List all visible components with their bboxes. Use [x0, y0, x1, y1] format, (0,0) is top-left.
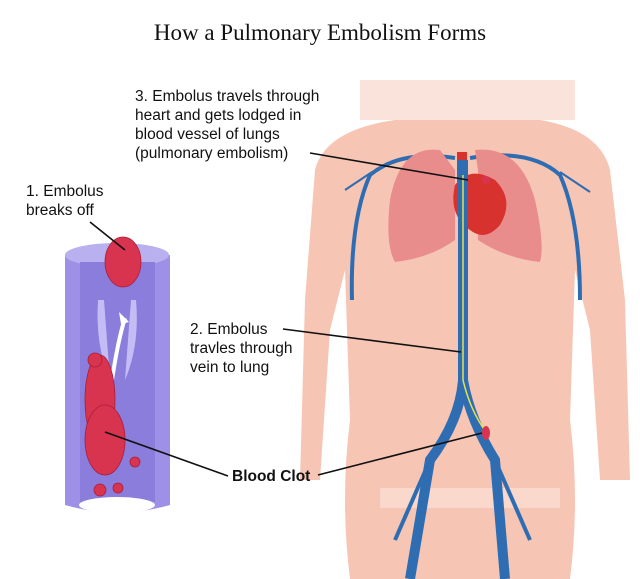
label-step-1: 1. Embolus breaks off [26, 183, 104, 219]
right-lung [475, 149, 542, 262]
diagram-title: How a Pulmonary Embolism Forms [153, 20, 487, 45]
label-step-3: 3. Embolus travels through heart and get… [135, 88, 320, 162]
clot-cells [84, 236, 142, 497]
lung-embolus [482, 176, 490, 184]
leader-lines [89, 152, 483, 477]
main-vein [393, 160, 532, 579]
label-step-2: 2. Embolus travles through vein to lung [190, 321, 293, 376]
left-lung [388, 149, 455, 262]
leg-clot [482, 426, 490, 440]
label-blood-clot: Blood Clot [232, 468, 311, 485]
